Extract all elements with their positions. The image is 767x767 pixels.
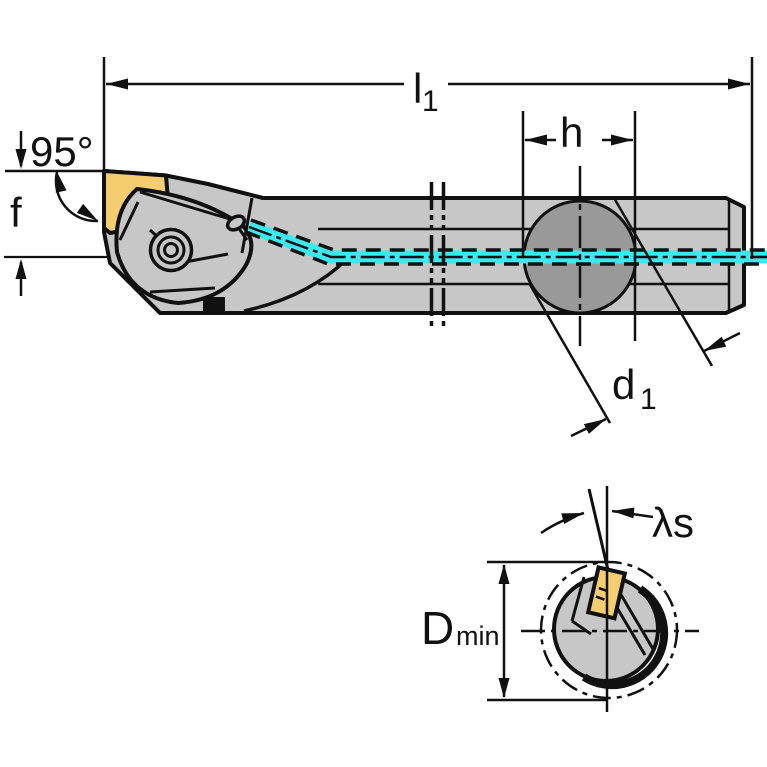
side-view: d 1 l 1 h (4, 57, 767, 438)
label-d1: d (612, 361, 635, 408)
section-view: λs D min (421, 486, 699, 712)
label-l1-sub: 1 (422, 85, 439, 118)
label-h: h (560, 109, 583, 156)
dimension-f: f (5, 131, 110, 296)
label-dmin-sub: min (456, 621, 500, 651)
dimension-angle-95: 95° (30, 128, 99, 223)
label-l1: l (413, 65, 422, 112)
break-marks (429, 182, 446, 329)
label-dmin: D (421, 602, 454, 654)
dimension-d1: d 1 (527, 197, 741, 438)
label-d1-sub: 1 (640, 383, 657, 416)
coolant-channel (245, 218, 767, 266)
label-lambda-s: λs (652, 499, 694, 546)
label-f: f (10, 189, 22, 236)
dimension-lambda-s: λs (540, 499, 694, 546)
dimension-dmin: D min (421, 560, 607, 702)
label-angle: 95° (30, 128, 94, 175)
lambda-tilt-line (587, 488, 610, 571)
coolant-nozzle (225, 214, 247, 232)
dimension-l1: l 1 (102, 57, 754, 259)
dimension-h: h (521, 109, 637, 341)
clamp-screw (148, 227, 194, 273)
